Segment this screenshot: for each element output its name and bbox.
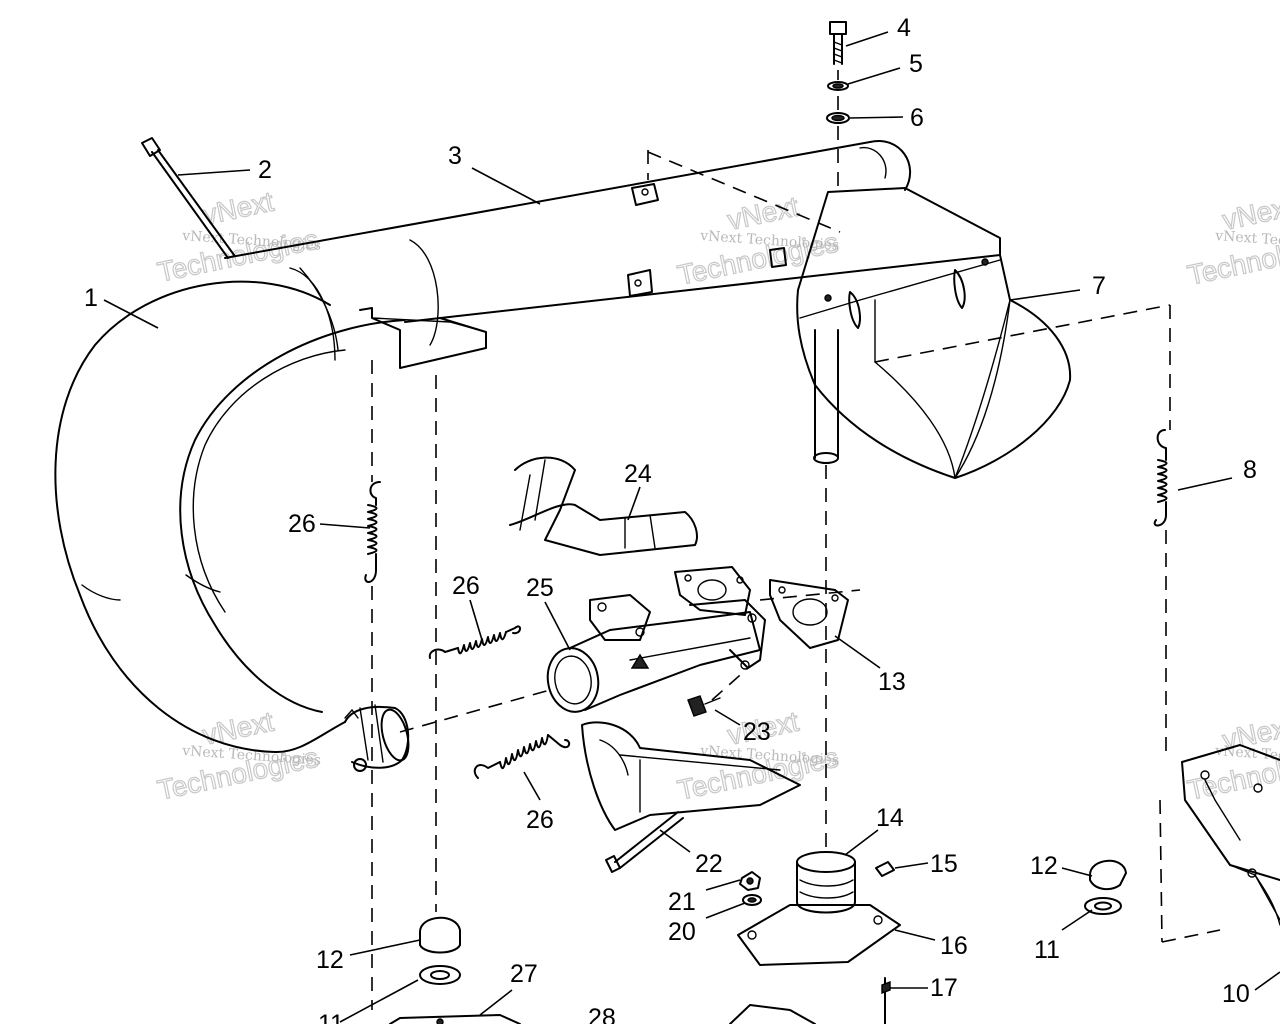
callout-26-lower: 26 [526, 806, 554, 834]
gasket-13-right [759, 579, 861, 649]
lower-heat-shield [581, 721, 801, 831]
muffler-body [224, 139, 1001, 369]
washer-11-right [1084, 897, 1122, 915]
y-pipe-manifold [399, 594, 766, 733]
long-bolt-22 [605, 811, 684, 873]
cable-tie [141, 137, 235, 259]
callout-24: 24 [624, 460, 652, 488]
bracket-lower-center [729, 1004, 816, 1024]
callout-3: 3 [448, 142, 462, 170]
callout-25: 25 [526, 574, 554, 602]
spring-26-lower [473, 734, 571, 779]
callout-15: 15 [930, 850, 958, 878]
callout-6: 6 [910, 104, 924, 132]
callout-23: 23 [743, 718, 771, 746]
watermark-big-line1: vNext [725, 191, 802, 236]
stud-17 [881, 977, 891, 1024]
hex-nut-21 [739, 871, 761, 891]
lock-washer [827, 81, 849, 91]
nut-15 [875, 861, 895, 877]
alignment-lines [371, 305, 1221, 1010]
callout-12-left: 12 [316, 946, 344, 974]
watermark-group-1: vNext Technologies vNext Technologies [154, 185, 322, 288]
callout-14: 14 [876, 804, 904, 832]
callout-22: 22 [695, 850, 723, 878]
callout-13: 13 [878, 668, 906, 696]
callout-4: 4 [897, 14, 911, 42]
rubber-mount-14 [796, 851, 856, 914]
callout-20: 20 [668, 918, 696, 946]
callout-7: 7 [1092, 272, 1106, 300]
muffler-end-can [796, 187, 1171, 479]
mounting-bolt [829, 21, 847, 65]
callout-5: 5 [909, 50, 923, 78]
spring-26-middle [428, 625, 521, 659]
exhaust-header-pipe [54, 267, 410, 772]
callout-21: 21 [668, 888, 696, 916]
callout-17: 17 [930, 974, 958, 1002]
callout-1: 1 [84, 284, 98, 312]
bracket-10 [1181, 744, 1280, 926]
callout-26-left: 26 [288, 510, 316, 538]
leader-lines [103, 31, 1280, 1023]
grommet-12-right [1089, 859, 1127, 891]
spring-8 [1153, 429, 1168, 527]
callout-labels: 1 2 3 4 5 6 7 8 10 11 11 12 12 13 14 15 … [84, 14, 1257, 1024]
bolt-23 [687, 667, 749, 717]
flat-washer [826, 112, 850, 124]
watermark-group-3: vNext Technologies vNext Technologies [1184, 190, 1280, 291]
mount-plate-16 [737, 904, 901, 966]
plate-27 [389, 1014, 521, 1024]
watermark-group-4: vNext Technologies vNext Technologies [154, 705, 322, 806]
callout-28: 28 [588, 1004, 616, 1024]
callout-11-right: 11 [1034, 936, 1060, 964]
callout-2: 2 [258, 156, 272, 184]
washer-11-left [419, 965, 461, 985]
callout-11-left: 11 [318, 1010, 344, 1024]
watermark-group-6: vNext Technologies vNext Technologies [1184, 710, 1280, 806]
callout-16: 16 [940, 932, 968, 960]
bellows-upper [509, 456, 698, 556]
callout-12-right: 12 [1030, 852, 1058, 880]
gasket-13-left [674, 566, 751, 616]
callout-27: 27 [510, 960, 538, 988]
callout-10: 10 [1222, 980, 1250, 1008]
callout-26-middle: 26 [452, 572, 480, 600]
grommet-12-left [419, 916, 461, 954]
callout-8: 8 [1243, 456, 1257, 484]
spring-26-left [364, 481, 381, 583]
washer-20 [742, 894, 762, 906]
